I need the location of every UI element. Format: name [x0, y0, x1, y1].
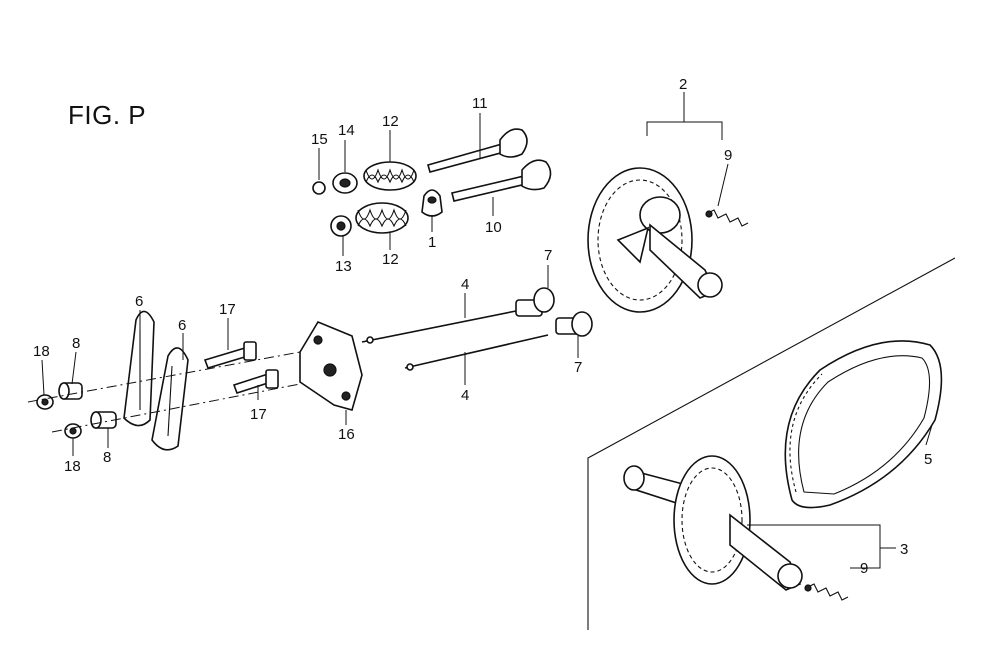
- push-rod-guide-plate-16: [299, 320, 363, 411]
- pivot-bolt-17-upper: [203, 341, 257, 369]
- label-18-upper: 18: [33, 343, 50, 360]
- intake-valve-10: [451, 159, 552, 202]
- part-number-labels: 15 14 12 11 1 10 12 13 2 9 7 4 7 4 6 6 1…: [33, 76, 932, 577]
- timing-chain-5: [784, 340, 943, 509]
- nut-18-lower: [64, 423, 82, 439]
- tappet-7-lower: [555, 311, 593, 337]
- label-12-lower: 12: [382, 251, 399, 268]
- pivot-bolt-17-lower: [232, 369, 279, 394]
- push-rod-4-lower: [404, 334, 549, 371]
- label-8-lower: 8: [103, 449, 111, 466]
- label-8-upper: 8: [72, 335, 80, 352]
- spring-9-lower: [804, 583, 849, 601]
- push-rod-4-upper: [361, 310, 517, 344]
- label-6-upper: 6: [135, 293, 143, 310]
- tappet-7-upper: [515, 287, 555, 317]
- label-18-lower: 18: [64, 458, 81, 475]
- label-5: 5: [924, 451, 932, 468]
- valve-stem-seal-1: [421, 189, 443, 217]
- label-9-upper: 9: [724, 147, 732, 164]
- nut-18-upper: [36, 394, 54, 410]
- label-17-upper: 17: [219, 301, 236, 318]
- label-15: 15: [311, 131, 328, 148]
- label-7-lower: 7: [574, 359, 582, 376]
- assembly-center-lines: [27, 351, 301, 433]
- exhaust-valve-11: [427, 128, 528, 173]
- label-6-lower: 6: [178, 317, 186, 334]
- rocker-arm-6-lower: [151, 347, 189, 451]
- spring-9-upper: [705, 209, 749, 227]
- label-13: 13: [335, 258, 352, 275]
- valve-retainer-15: [312, 181, 326, 195]
- valve-spring-retainer-13: [330, 215, 352, 237]
- label-3: 3: [900, 541, 908, 558]
- valve-spring-12-lower: [355, 202, 409, 234]
- label-17-lower: 17: [250, 406, 267, 423]
- valve-spring-12-upper: [363, 161, 417, 191]
- label-9-lower: 9: [860, 560, 868, 577]
- label-2: 2: [679, 76, 687, 93]
- label-1: 1: [428, 234, 436, 251]
- leader-lines: [41, 92, 933, 569]
- camshaft-gear-2: [587, 167, 723, 313]
- label-4-upper: 4: [461, 276, 469, 293]
- collar-8-upper: [58, 382, 83, 400]
- valve-spring-retainer-14: [332, 172, 358, 194]
- label-14: 14: [338, 122, 355, 139]
- label-11: 11: [472, 95, 488, 112]
- crankshaft-sprocket-3: [623, 455, 803, 591]
- figure-title: FIG. P: [68, 100, 147, 130]
- label-16: 16: [338, 426, 355, 443]
- inset-panel-outline: [587, 257, 956, 630]
- rocker-arm-6-upper: [123, 310, 155, 427]
- label-7-upper: 7: [544, 247, 552, 264]
- label-10: 10: [485, 219, 502, 236]
- label-4-lower: 4: [461, 387, 469, 404]
- label-12-upper: 12: [382, 113, 399, 130]
